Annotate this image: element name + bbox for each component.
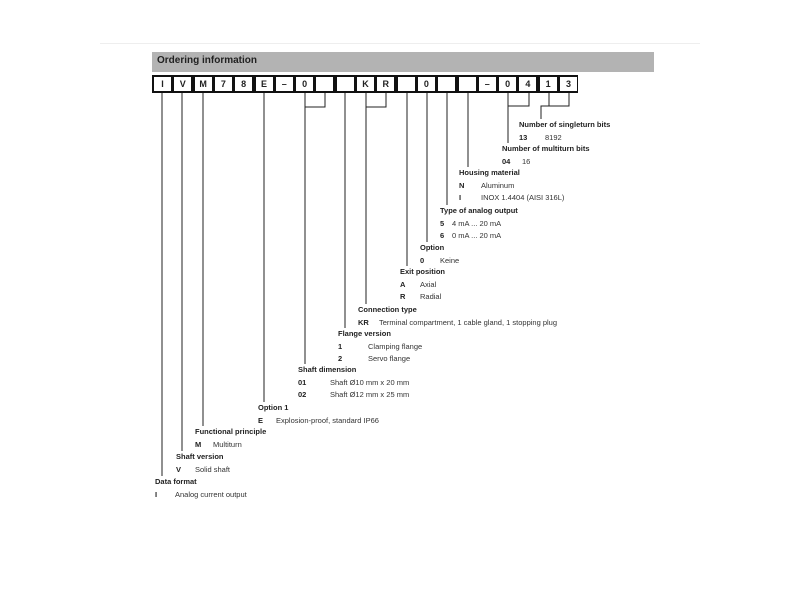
code-box: K bbox=[357, 77, 374, 91]
exit-code: R bbox=[400, 292, 406, 301]
connection-description: Terminal compartment, 1 cable gland, 1 s… bbox=[379, 317, 558, 327]
code-box: 7 bbox=[214, 77, 232, 91]
singleturn-label: Number of singleturn bits bbox=[519, 120, 611, 129]
dataformat-description: Analog current output bbox=[175, 489, 247, 499]
code-box: E bbox=[255, 77, 273, 91]
singleturn-code: 13 bbox=[519, 132, 528, 142]
code-box: 0 bbox=[499, 77, 517, 91]
exit-description: Radial bbox=[420, 292, 442, 301]
flange-label: Flange version bbox=[338, 329, 391, 338]
flange-description: Servo flange bbox=[368, 354, 411, 363]
exit-description: Axial bbox=[420, 279, 437, 289]
singleturn-description: 8192 bbox=[545, 132, 562, 142]
code-box bbox=[336, 77, 354, 91]
functional-code: M bbox=[195, 439, 202, 449]
multiturn-label: Number of multiturn bits bbox=[502, 144, 590, 153]
flange-description: Clamping flange bbox=[368, 341, 423, 351]
shaftver-code: V bbox=[176, 464, 182, 474]
housing-label: Housing material bbox=[459, 168, 520, 177]
option-description: Keine bbox=[440, 255, 460, 265]
housing-code: N bbox=[459, 180, 465, 190]
option1-description: Explosion-proof, standard IP66 bbox=[276, 415, 379, 425]
code-box: I bbox=[154, 77, 171, 91]
code-box: R bbox=[377, 77, 395, 91]
code-box: – bbox=[478, 77, 496, 91]
code-box: 1 bbox=[539, 77, 557, 91]
option1-label: Option 1 bbox=[258, 403, 289, 412]
code-box: 3 bbox=[560, 77, 577, 91]
functional-label: Functional principle bbox=[195, 427, 267, 436]
connection-label: Connection type bbox=[358, 305, 417, 314]
connection-code: KR bbox=[358, 317, 369, 327]
multiturn-description: 16 bbox=[522, 156, 531, 166]
code-box bbox=[458, 77, 476, 91]
flange-code: 1 bbox=[338, 341, 343, 351]
code-box: – bbox=[275, 77, 293, 91]
analog-code: 5 bbox=[440, 218, 445, 228]
analog-label: Type of analog output bbox=[440, 206, 518, 215]
code-box: 4 bbox=[519, 77, 537, 91]
dataformat-label: Data format bbox=[155, 477, 197, 486]
shaftdim-code: 02 bbox=[298, 390, 307, 399]
exit-label: Exit position bbox=[400, 267, 445, 276]
option-label: Option bbox=[420, 243, 445, 252]
flange-code: 2 bbox=[338, 354, 343, 363]
analog-description: 4 mA ... 20 mA bbox=[452, 218, 502, 228]
multiturn-code: 04 bbox=[502, 156, 511, 166]
section-title: Ordering information bbox=[157, 55, 257, 66]
housing-code: I bbox=[459, 193, 462, 202]
code-box: 0 bbox=[417, 77, 435, 91]
section-header: Ordering information bbox=[152, 52, 654, 72]
option1-code: E bbox=[258, 415, 264, 425]
analog-description: 0 mA ... 20 mA bbox=[452, 231, 502, 240]
shaftver-label: Shaft version bbox=[176, 452, 224, 461]
shaftdim-code: 01 bbox=[298, 377, 307, 387]
housing-description: INOX 1.4404 (AISI 316L) bbox=[481, 193, 565, 202]
code-box bbox=[438, 77, 456, 91]
code-box: 8 bbox=[235, 77, 253, 91]
shaftdim-label: Shaft dimension bbox=[298, 365, 357, 374]
shaftver-description: Solid shaft bbox=[195, 464, 231, 474]
exit-code: A bbox=[400, 279, 406, 289]
housing-description: Aluminum bbox=[481, 180, 515, 190]
code-box bbox=[316, 77, 334, 91]
code-box: V bbox=[174, 77, 192, 91]
dataformat-code: I bbox=[155, 489, 158, 499]
functional-description: Multiturn bbox=[213, 439, 242, 449]
analog-code: 6 bbox=[440, 231, 445, 240]
code-box: 0 bbox=[296, 77, 314, 91]
code-box: M bbox=[194, 77, 212, 91]
shaftdim-description: Shaft Ø12 mm x 25 mm bbox=[330, 390, 410, 399]
shaftdim-description: Shaft Ø10 mm x 20 mm bbox=[330, 377, 410, 387]
option-code: 0 bbox=[420, 255, 425, 265]
top-divider bbox=[100, 43, 700, 44]
code-box bbox=[397, 77, 415, 91]
